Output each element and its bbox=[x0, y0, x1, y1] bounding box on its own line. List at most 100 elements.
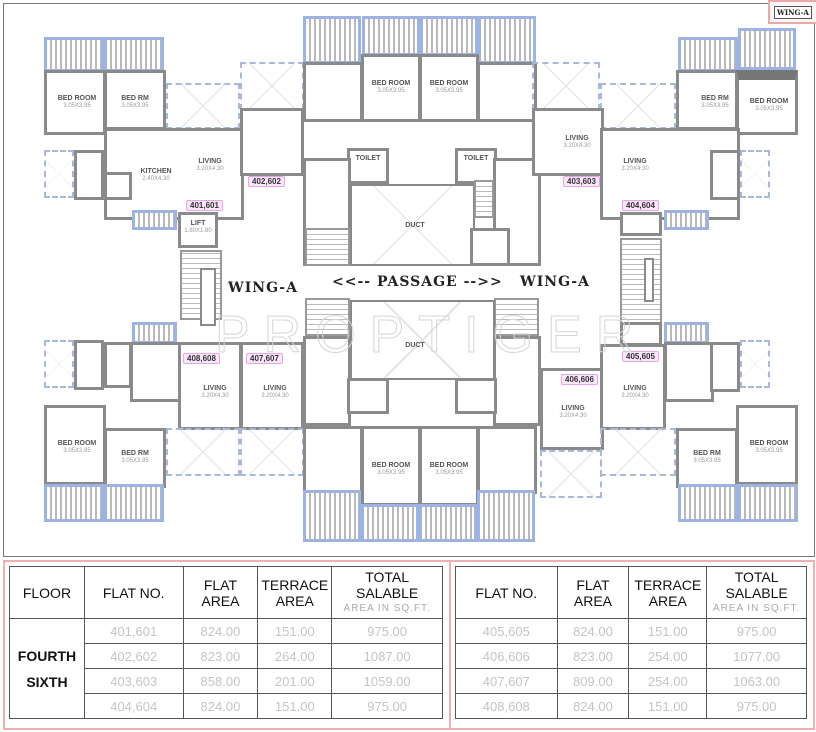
unit-tag: 404,604 bbox=[622, 200, 659, 211]
flat-area-cell: 824.00 bbox=[556, 618, 630, 644]
unit-tag: 408,608 bbox=[183, 353, 220, 364]
toilet bbox=[74, 150, 104, 200]
toilet bbox=[74, 340, 104, 390]
stair-well bbox=[200, 268, 216, 326]
total-cell: 1087.00 bbox=[331, 643, 443, 669]
terrace-balcony bbox=[477, 490, 535, 542]
kitchen bbox=[130, 342, 182, 402]
terrace-balcony bbox=[132, 210, 177, 230]
terrace-balcony bbox=[361, 504, 419, 542]
wing-tag-box: WING-A bbox=[768, 0, 816, 24]
terrace-balcony bbox=[132, 322, 177, 344]
terrace-area-cell: 254.00 bbox=[628, 668, 708, 694]
room-label: TOILET bbox=[355, 155, 381, 162]
open-terrace bbox=[540, 450, 602, 498]
kitchen bbox=[664, 342, 714, 402]
staircase bbox=[305, 228, 350, 266]
terrace-balcony bbox=[104, 484, 164, 522]
terrace-balcony bbox=[303, 490, 361, 542]
flat-no-cell: 404,604 bbox=[83, 693, 184, 719]
header-flat-no: FLAT NO. bbox=[83, 566, 184, 619]
total-cell: 1059.00 bbox=[331, 668, 443, 694]
duct bbox=[350, 300, 495, 380]
bedroom bbox=[419, 426, 479, 506]
total-cell: 1077.00 bbox=[706, 643, 807, 669]
terrace-balcony bbox=[419, 504, 477, 542]
terrace-balcony bbox=[664, 322, 709, 344]
bedroom bbox=[303, 62, 363, 122]
terrace-area-cell: 201.00 bbox=[257, 668, 333, 694]
flat-no-cell: 405,605 bbox=[455, 618, 558, 644]
terrace-balcony bbox=[303, 16, 361, 64]
open-terrace bbox=[44, 150, 74, 198]
flat-area-cell: 858.00 bbox=[182, 668, 259, 694]
terrace-area-cell: 151.00 bbox=[257, 618, 333, 644]
toilet bbox=[455, 148, 497, 184]
bedroom bbox=[303, 426, 363, 494]
flat-no-cell: 408,608 bbox=[455, 693, 558, 719]
table-row: 407,607 809.00 254.00 1063.00 bbox=[455, 668, 807, 694]
passage-label: <<-- PASSAGE -->> bbox=[332, 274, 503, 290]
unit-tag: 407,607 bbox=[246, 353, 283, 364]
terrace-area-cell: 151.00 bbox=[628, 693, 708, 719]
terrace-balcony bbox=[362, 16, 420, 56]
table-row: 406,606 823.00 254.00 1077.00 bbox=[455, 643, 807, 669]
open-terrace bbox=[240, 428, 304, 476]
bedroom bbox=[477, 62, 537, 122]
duct bbox=[350, 184, 475, 266]
wc bbox=[104, 172, 132, 200]
stair-well bbox=[644, 258, 654, 302]
table-row: 404,604 824.00 151.00 975.00 bbox=[10, 693, 443, 719]
toilet bbox=[455, 378, 497, 414]
flat-no-cell: 406,606 bbox=[455, 643, 558, 669]
staircase bbox=[494, 298, 539, 336]
bedroom bbox=[477, 426, 537, 494]
total-cell: 975.00 bbox=[706, 693, 807, 719]
total-cell: 975.00 bbox=[331, 618, 443, 644]
open-terrace bbox=[44, 340, 74, 388]
flat-no-cell: 407,607 bbox=[455, 668, 558, 694]
open-terrace bbox=[166, 83, 240, 129]
bedroom bbox=[104, 428, 166, 488]
terrace-area-cell: 264.00 bbox=[257, 643, 333, 669]
open-terrace bbox=[532, 62, 600, 110]
open-terrace bbox=[740, 150, 770, 198]
toilet bbox=[710, 150, 740, 200]
staircase bbox=[620, 238, 662, 326]
lift bbox=[178, 212, 218, 248]
flat-no-cell: 402,602 bbox=[83, 643, 184, 669]
terrace-balcony bbox=[44, 484, 104, 522]
flat-no-cell: 401,601 bbox=[83, 618, 184, 644]
room-label: TOILET bbox=[463, 155, 489, 162]
terrace-balcony bbox=[664, 210, 709, 230]
terrace-balcony bbox=[738, 484, 798, 522]
staircase bbox=[305, 298, 350, 336]
open-terrace bbox=[740, 340, 770, 388]
plan-frame bbox=[3, 3, 815, 557]
unit-tag: 406,606 bbox=[561, 374, 598, 385]
terrace-area-cell: 151.00 bbox=[257, 693, 333, 719]
bedroom bbox=[736, 70, 798, 135]
toilet bbox=[347, 378, 389, 414]
terrace-area-cell: 151.00 bbox=[628, 618, 708, 644]
wc bbox=[620, 212, 662, 236]
